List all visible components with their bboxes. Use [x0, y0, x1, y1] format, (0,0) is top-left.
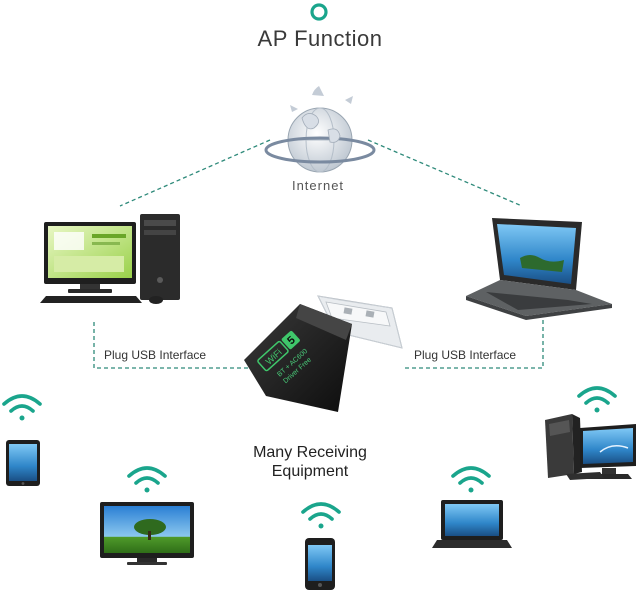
usb-adapter-icon: WiFi 5 BT + AC600 Driver Free: [244, 295, 403, 412]
line-internet-to-desktop: [119, 139, 271, 207]
receiving-equipment-label: Many Receiving Equipment: [240, 443, 380, 481]
page-title: AP Function: [257, 26, 383, 51]
internet-label: Internet: [291, 178, 345, 193]
plug-usb-label-left: Plug USB Interface: [104, 348, 207, 362]
desktop-computer-icon: [40, 214, 180, 304]
receiving-label-line1: Many Receiving: [253, 444, 367, 461]
wifi-signal-icons: [2, 386, 617, 529]
pc-tower-monitor-icon: [545, 414, 636, 480]
receiving-label-line2: Equipment: [271, 463, 349, 480]
laptop-icon: [432, 500, 512, 548]
laptop-icon: [466, 218, 612, 320]
wifi-signal-icon: [451, 466, 491, 493]
tablet-icon: [6, 440, 40, 486]
tv-icon: [100, 502, 194, 565]
line-internet-to-laptop: [367, 139, 523, 207]
wifi-signal-icon: [577, 386, 617, 413]
line-laptop-to-adapter: [402, 320, 544, 369]
smartphone-icon: [305, 538, 335, 590]
globe-icon: [264, 86, 376, 173]
circle-ring-icon: [310, 3, 328, 21]
wifi-signal-icon: [2, 394, 42, 421]
line-desktop-to-adapter: [93, 322, 252, 369]
wifi-signal-icon: [301, 502, 341, 529]
wifi-signal-icon: [127, 466, 167, 493]
connection-lines: [93, 139, 544, 369]
plug-usb-label-right: Plug USB Interface: [414, 348, 517, 362]
